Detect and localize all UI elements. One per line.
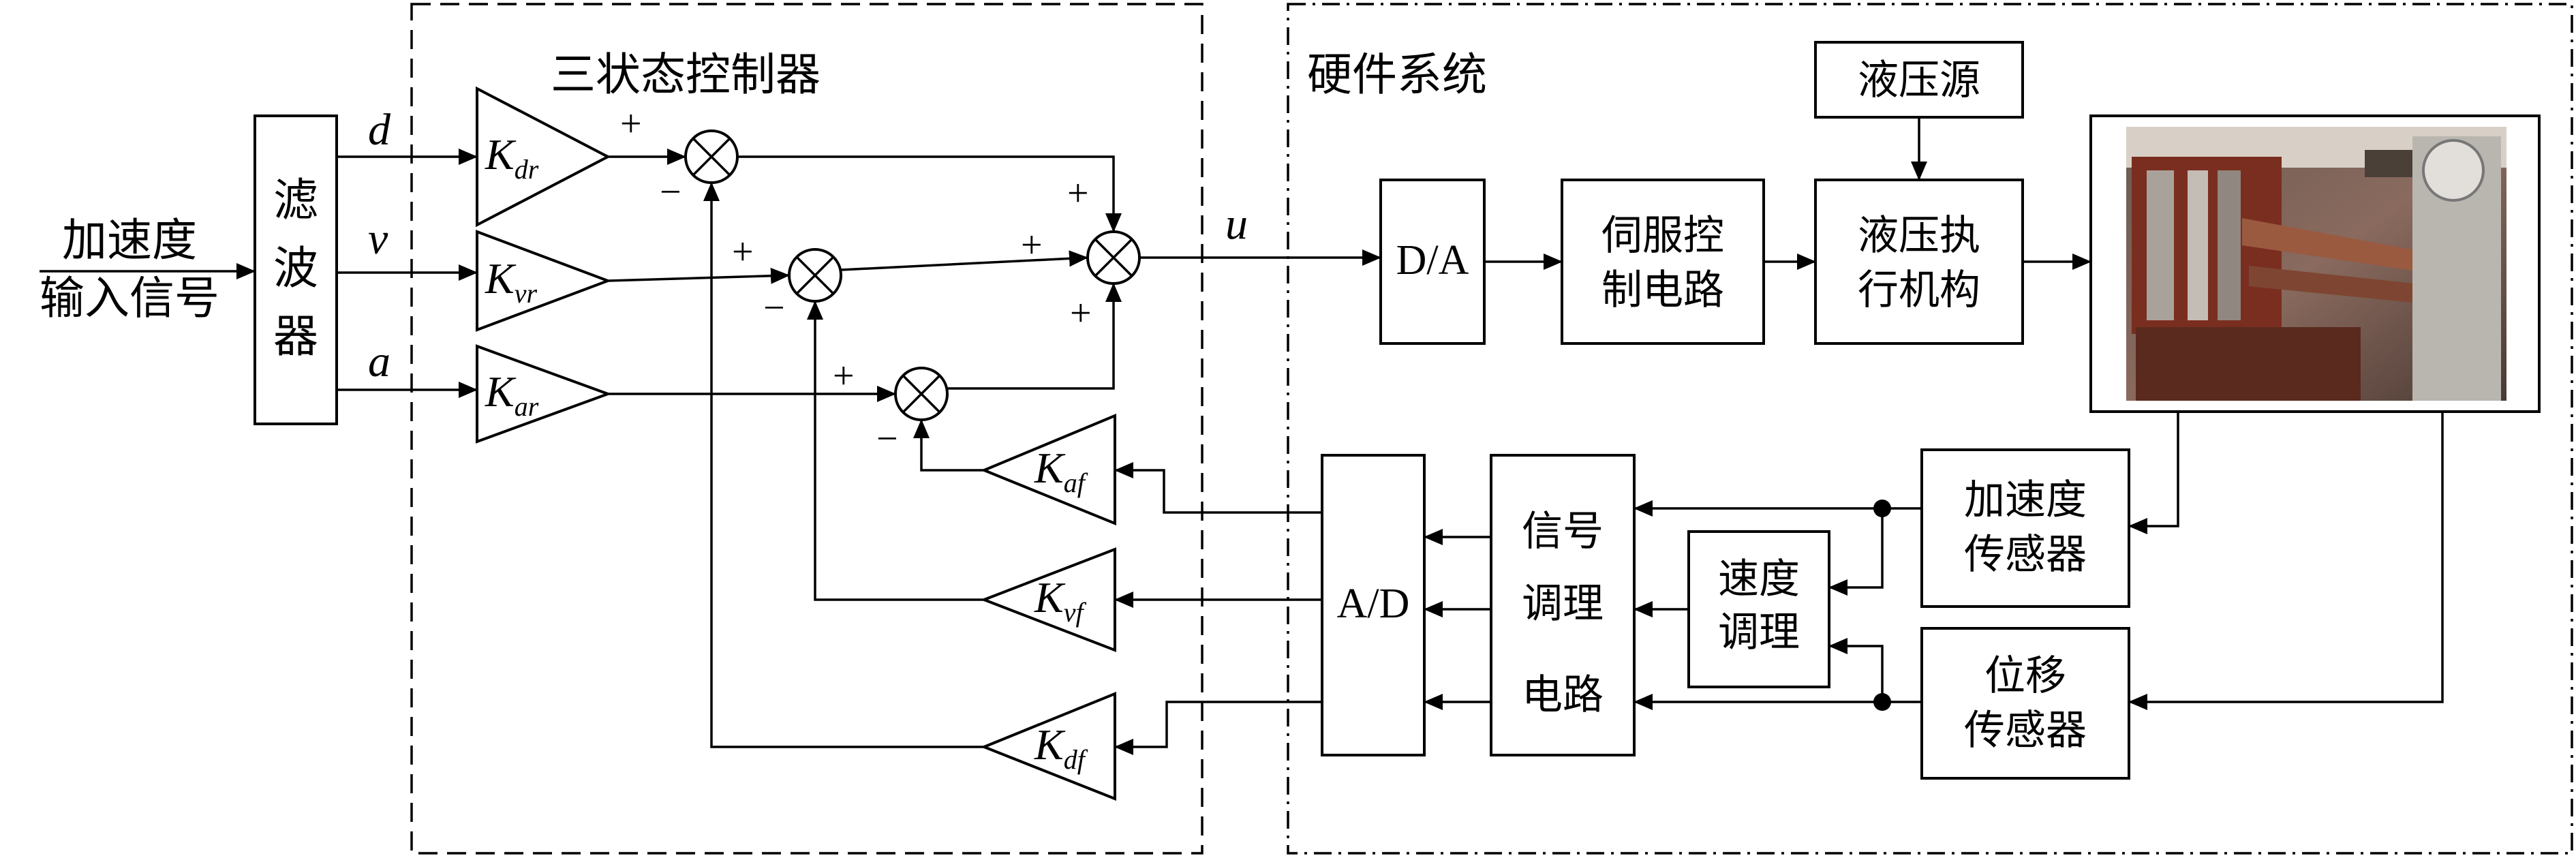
- ad-to-kdf: [1114, 701, 1322, 755]
- servo-label-1: 伺服控: [1601, 212, 1724, 260]
- ad-block: [1321, 454, 1426, 756]
- gain-kdr-label: Kdr: [485, 130, 539, 185]
- actuator-label-2: 行机构: [1858, 266, 1980, 314]
- disp-sensor-label-2: 传感器: [1964, 707, 2087, 754]
- da-label: D/A: [1396, 237, 1469, 284]
- accel-to-speed-cond: [1828, 508, 1884, 596]
- sum-v-to-main: [840, 250, 1088, 271]
- gain-kvr-block: [476, 230, 612, 332]
- gain-kar-block: [476, 344, 612, 444]
- speed-cond-label-1: 速度: [1718, 555, 1800, 603]
- sum-d-to-main: [737, 155, 1122, 232]
- hydraulic-source-block: [1814, 41, 2024, 119]
- accel-sensor-label-2: 传感器: [1964, 531, 2087, 579]
- signal-u-label: u: [1225, 199, 1248, 249]
- input-label-line1: 加速度: [62, 214, 197, 266]
- test-rig-photo: [2126, 127, 2506, 401]
- sum-junction-d: [684, 129, 739, 184]
- servo-label-2: 制电路: [1601, 266, 1724, 314]
- speed-cond-block: [1687, 530, 1830, 688]
- sign-main-plus-top: +: [1067, 172, 1089, 215]
- gain-kaf-label: Kaf: [1034, 444, 1088, 498]
- disp-to-speed-cond: [1828, 638, 1884, 702]
- gain-kdr-block: [476, 86, 611, 228]
- signal-a-label: a: [368, 337, 390, 386]
- sign-main-plus-left: +: [1021, 224, 1043, 266]
- input-label-line2: 输入信号: [40, 272, 219, 324]
- kvr-to-sum: [607, 267, 790, 284]
- sign-d-minus: −: [660, 171, 681, 213]
- sign-a-plus: +: [833, 355, 855, 397]
- hydraulic-source-label: 液压源: [1858, 57, 1980, 104]
- sum-a-to-main: [947, 283, 1122, 390]
- gain-kaf-block: [980, 414, 1116, 525]
- disp-sensor-label-1: 位移: [1984, 652, 2066, 700]
- accel-sensor-block: [1920, 448, 2130, 608]
- gain-kdf-block: [980, 692, 1116, 801]
- hardware-region: [1287, 3, 2573, 855]
- gain-kdf-label: Kdf: [1034, 720, 1088, 775]
- actuator-block: [1814, 179, 2024, 345]
- accel-sensor-label-1: 加速度: [1964, 476, 2087, 524]
- sum-junction-a: [894, 367, 949, 421]
- filter-char-2: 波: [273, 242, 318, 294]
- ad-to-kaf: [1114, 462, 1322, 514]
- kvf-to-sum-v: [807, 301, 984, 601]
- controller-title: 三状态控制器: [551, 48, 821, 101]
- gain-kar-label: Kar: [485, 367, 539, 422]
- kaf-to-sum-a: [913, 419, 984, 472]
- signal-cond-label-3: 电路: [1522, 671, 1604, 719]
- sign-d-plus: +: [620, 103, 642, 145]
- sum-junction-v: [788, 248, 842, 303]
- sign-main-plus-bottom: +: [1070, 292, 1092, 335]
- sign-v-plus: +: [732, 231, 754, 273]
- sign-v-minus: −: [763, 287, 785, 329]
- speed-cond-label-2: 调理: [1718, 609, 1800, 656]
- sum-junction-main: [1086, 230, 1141, 285]
- signal-cond-label-1: 信号: [1522, 508, 1604, 555]
- sign-a-minus: −: [876, 418, 898, 460]
- filter-char-3: 器: [273, 310, 318, 363]
- plant-to-accel-sensor: [2128, 412, 2179, 534]
- ad-label: A/D: [1337, 581, 1410, 627]
- hardware-title: 硬件系统: [1307, 48, 1487, 101]
- kdf-to-sum-d: [703, 182, 984, 748]
- da-block: [1379, 179, 1486, 345]
- signal-cond-block: [1490, 454, 1636, 756]
- gain-kvf-label: Kvf: [1034, 573, 1086, 628]
- plant-to-disp-sensor: [2128, 412, 2444, 710]
- gain-kvf-block: [980, 547, 1116, 652]
- signal-v-label: v: [368, 214, 388, 264]
- disp-sensor-block: [1920, 627, 2130, 780]
- gain-kvr-label: Kvr: [485, 254, 537, 309]
- signal-d-label: d: [368, 105, 391, 155]
- signal-cond-label-2: 调理: [1522, 580, 1604, 628]
- servo-block: [1561, 179, 1765, 345]
- actuator-label-1: 液压执: [1858, 212, 1980, 260]
- controller-region: [410, 3, 1203, 855]
- filter-char-1: 滤: [273, 174, 318, 226]
- filter-block: [254, 114, 338, 425]
